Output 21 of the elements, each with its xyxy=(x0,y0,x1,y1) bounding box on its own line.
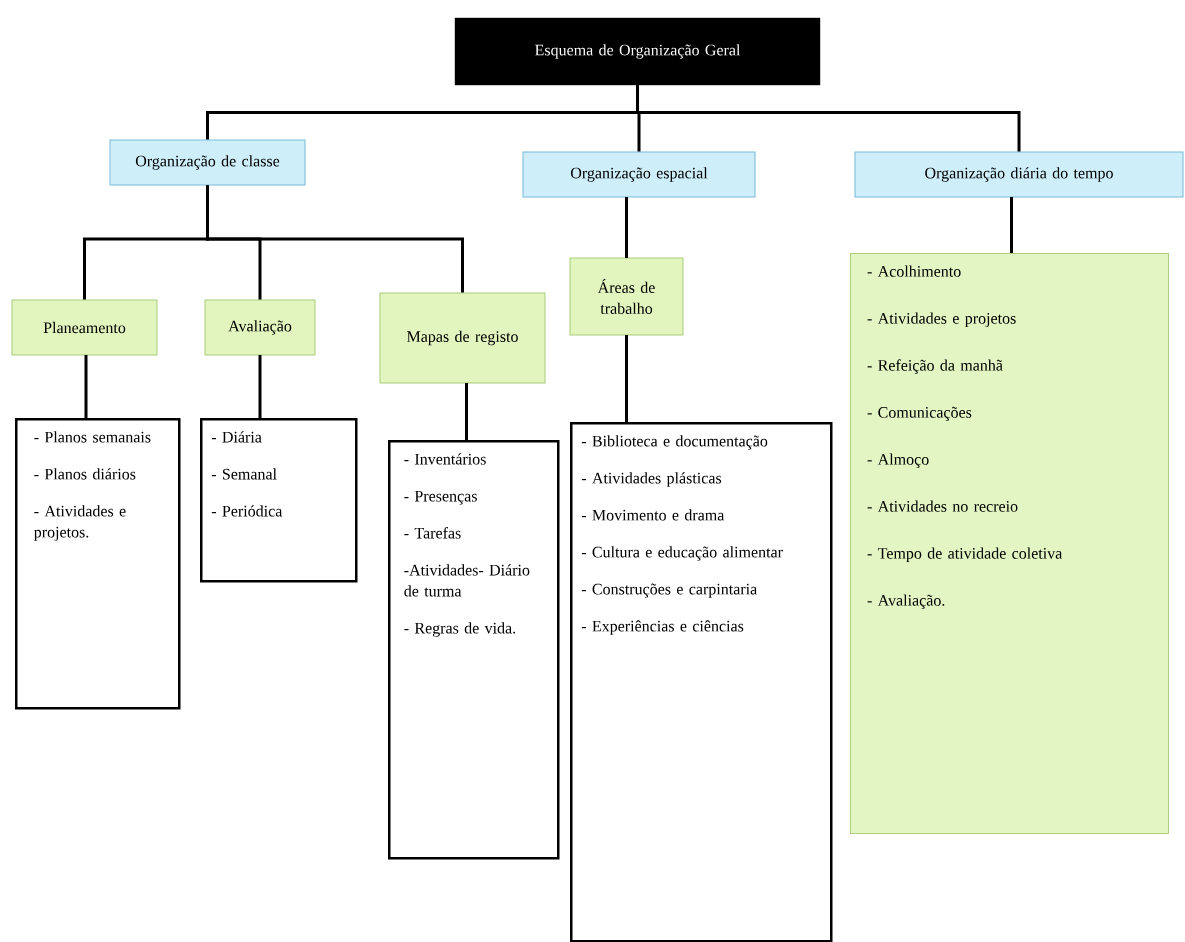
category-box: Organização espacial xyxy=(522,151,756,198)
list-box: - Acolhimento - Atividades e projetos - Refeição da manhã - Comunicações - Almoço - Atividades no recreio - Tempo de atividade coletiva - Avaliação. xyxy=(850,253,1169,834)
category-box: Organização diária do tempo xyxy=(854,151,1184,198)
title-box: Esquema de Organização Geral xyxy=(454,17,821,86)
connector-line xyxy=(84,355,88,418)
connector-line xyxy=(636,85,1021,152)
subcategory-box: Avaliação xyxy=(204,299,316,356)
list-box: - Planos semanais - Planos diários - Atividades e projetos. xyxy=(15,418,181,710)
connector-line xyxy=(465,383,468,440)
list-box: - Inventários - Presenças - Tarefas -Atividades- Diário de turma - Regras de vida. xyxy=(388,440,560,860)
connector-line xyxy=(1010,197,1013,253)
list-box: - Biblioteca e documentação - Atividades plásticas - Movimento e drama - Cultura e educação alimentar - Construções e carpintaria - Experiências e ciências xyxy=(570,422,833,942)
subcategory-box: Áreas de trabalho xyxy=(569,257,684,336)
category-box: Organização de classe xyxy=(109,139,306,186)
connector-line xyxy=(625,197,628,258)
connector-line xyxy=(206,185,464,293)
connector-line xyxy=(258,355,262,418)
connector-line xyxy=(625,335,628,422)
subcategory-box: Mapas de registo xyxy=(379,292,546,384)
list-box: - Diária - Semanal - Periódica xyxy=(200,418,358,583)
subcategory-box: Planeamento xyxy=(11,299,158,356)
